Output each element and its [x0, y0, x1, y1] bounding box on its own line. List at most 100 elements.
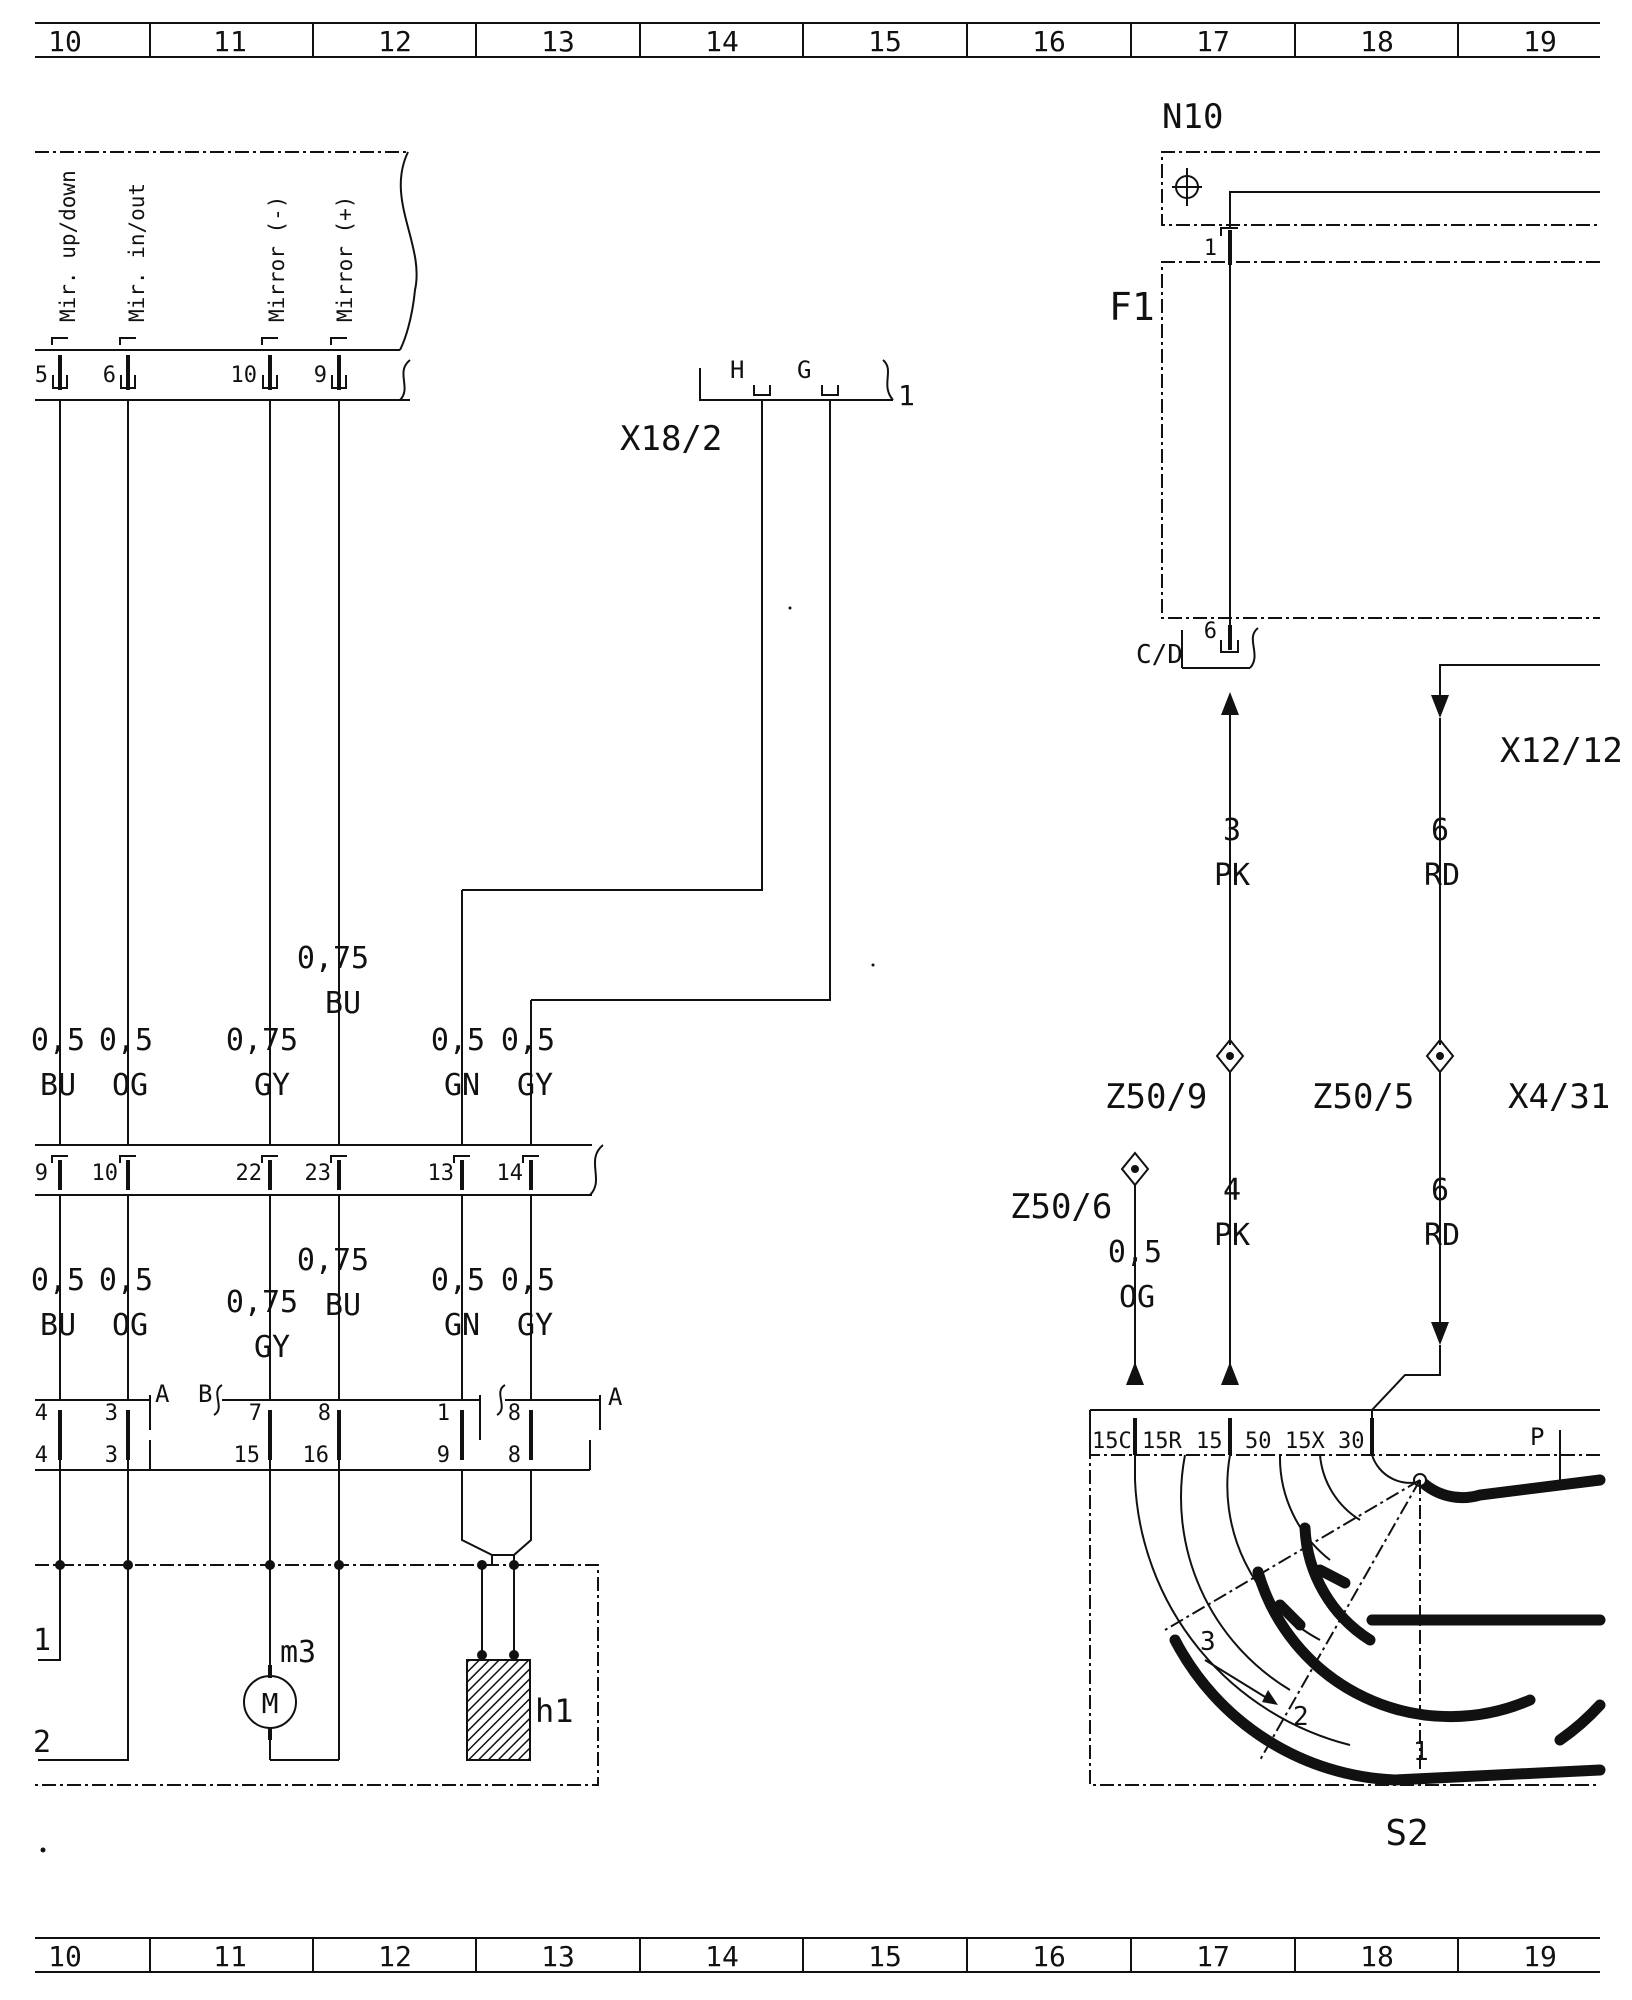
heater-h1: h1 — [461, 1470, 574, 1761]
bottom-grid-11: 11 — [213, 1940, 247, 1973]
lower-pin-3: 33 — [105, 1401, 130, 1468]
pk-lower-color: PK — [1214, 1218, 1250, 1253]
wire-gy-color: GY — [254, 1068, 290, 1103]
top-grid-17: 17 — [1196, 25, 1230, 58]
mirror-control-module: Mir. up/down Mir. in/out Mirror (-) Mirr… — [35, 151, 418, 401]
svg-text:6: 6 — [103, 363, 116, 388]
bottom-grid-19: 19 — [1523, 1940, 1557, 1973]
x18-pin-1-label: 1 — [898, 379, 915, 412]
motor-m3: M m3 — [243, 1635, 339, 1761]
wire-gy2-size: 0,5 — [501, 1023, 555, 1058]
wire-labels-upper: 0,5 BU 0,5 OG 0,75 GY 0,75 BU 0,5 GN 0,5… — [31, 941, 555, 1103]
wire-gn-size: 0,5 — [431, 1023, 485, 1058]
module-label-mir-in-out: Mir. in/out — [125, 183, 149, 322]
top-grid-18: 18 — [1360, 25, 1394, 58]
module-pin-10: 10 — [231, 337, 278, 390]
module-pin-5: 5 — [35, 337, 68, 390]
svg-text:4: 4 — [35, 1401, 48, 1426]
z50-6-label: Z50/6 — [1010, 1187, 1112, 1227]
bottom-grid-13: 13 — [541, 1940, 575, 1973]
s2-pin-50: 50 — [1245, 1429, 1272, 1454]
svg-text:1: 1 — [1204, 236, 1217, 261]
bottom-grid-14: 14 — [705, 1940, 739, 1973]
wire-labels-lower: 0,5 BU 0,5 OG 0,75 GY 0,75 BU 0,5 GN 0,5… — [31, 1243, 555, 1365]
rd-lower-num: 6 — [1431, 1173, 1449, 1208]
x18-2-connector: 1 H G X18/2 — [462, 356, 915, 1001]
wire-bu75-size-2: 0,75 — [297, 1243, 369, 1278]
mid-pin-13: 13 — [428, 1155, 470, 1190]
svg-text:8: 8 — [508, 1443, 521, 1468]
svg-text:9: 9 — [437, 1443, 450, 1468]
lower-connector-blocks: A B A 44 33 715 816 19 88 — [35, 1380, 623, 1471]
top-grid-15: 15 — [868, 25, 902, 58]
mid-pin-22: 22 — [236, 1155, 278, 1190]
wire-bu75-color-2: BU — [325, 1288, 361, 1323]
top-grid-12: 12 — [378, 25, 412, 58]
pk-upper-color: PK — [1214, 858, 1250, 893]
bottom-grid-17: 17 — [1196, 1940, 1230, 1973]
s2-pin-15x: 15X — [1285, 1429, 1325, 1454]
wire-gn-color: GN — [444, 1068, 480, 1103]
lower-pin-7-15: 7 15 — [234, 1401, 272, 1468]
svg-text:1: 1 — [437, 1401, 450, 1426]
top-grid-16: 16 — [1032, 25, 1066, 58]
wire-gy2-color: GY — [517, 1068, 553, 1103]
svg-text:16: 16 — [303, 1443, 330, 1468]
module-label-mir-up-down: Mir. up/down — [56, 170, 80, 322]
bottom-grid-10: 10 — [48, 1940, 82, 1973]
mid-pin-10: 10 — [92, 1155, 136, 1190]
n10-pin-1: 1 — [1204, 227, 1238, 265]
module-pin-9: 9 — [314, 337, 347, 390]
svg-text:10: 10 — [92, 1161, 119, 1186]
svg-text:15: 15 — [234, 1443, 261, 1468]
wire-bu75-size: 0,75 — [297, 941, 369, 976]
wire-gy-color-2: GY — [254, 1330, 290, 1365]
svg-text:13: 13 — [428, 1161, 455, 1186]
s2-position-2: 2 — [1293, 1702, 1309, 1732]
pk-rd-wires: 3 PK 6 RD X12/12 Z50/9 Z50/5 X4/31 4 PK … — [1010, 664, 1623, 1418]
connector-a-right-label: A — [608, 1383, 623, 1411]
svg-text:9: 9 — [35, 1161, 48, 1186]
wire-bu-size: 0,5 — [31, 1023, 85, 1058]
connector-a-left-label: A — [155, 1380, 170, 1408]
bottom-grid-15: 15 — [868, 1940, 902, 1973]
load-output-1: 1 — [33, 1623, 51, 1658]
svg-text:3: 3 — [105, 1401, 118, 1426]
top-grid-ruler: 10 11 12 13 14 15 16 17 18 19 — [35, 22, 1600, 58]
splice-z50-6-icon — [1120, 1151, 1150, 1187]
module-label-mirror-minus: Mirror (-) — [265, 196, 289, 322]
svg-text:7: 7 — [249, 1401, 262, 1426]
wire-gy2-color-2: GY — [517, 1308, 553, 1343]
wire-bu-color-2: BU — [40, 1308, 76, 1343]
s2-pin-p: P — [1530, 1423, 1544, 1451]
heater-h1-label: h1 — [535, 1692, 574, 1730]
bottom-grid-ruler: 10 11 12 13 14 15 16 17 18 19 — [35, 1937, 1600, 1973]
lower-pin-8-16: 816 — [303, 1401, 341, 1468]
z50-9-label: Z50/9 — [1105, 1077, 1207, 1117]
svg-text:3: 3 — [105, 1443, 118, 1468]
top-grid-11: 11 — [213, 25, 247, 58]
s2-pin-30: 30 — [1338, 1429, 1365, 1454]
ignition-switch-s2: 15C 15R 15 50 15X 30 P 3 2 — [1089, 1409, 1606, 1854]
motor-symbol-label: M — [262, 1687, 279, 1720]
n10-label: N10 — [1162, 97, 1223, 137]
x12-label: X12/12 — [1500, 731, 1623, 771]
wire-bu75-color: BU — [325, 986, 361, 1021]
svg-text:14: 14 — [497, 1161, 524, 1186]
module-label-mirror-plus: Mirror (+) — [333, 196, 357, 322]
lower-pin-4: 44 — [35, 1401, 62, 1468]
f1-label: F1 — [1109, 285, 1155, 329]
pk-upper-num: 3 — [1223, 813, 1241, 848]
n10-pin-6: 6 — [1204, 619, 1239, 653]
lower-pin-1-9: 19 — [437, 1401, 464, 1468]
n10-module: N10 F1 1 6 C/D — [1109, 97, 1600, 670]
s2-position-3: 3 — [1200, 1627, 1216, 1657]
module-pin-6: 6 — [103, 337, 136, 390]
mid-pin-23: 23 — [305, 1155, 347, 1190]
lower-pin-8-8: 88 — [508, 1401, 533, 1468]
rd-upper-color: RD — [1424, 858, 1460, 893]
s2-pin-15c: 15C — [1092, 1429, 1132, 1454]
load-area: 1 2 M m3 — [33, 1470, 599, 1786]
top-grid-19: 19 — [1523, 25, 1557, 58]
